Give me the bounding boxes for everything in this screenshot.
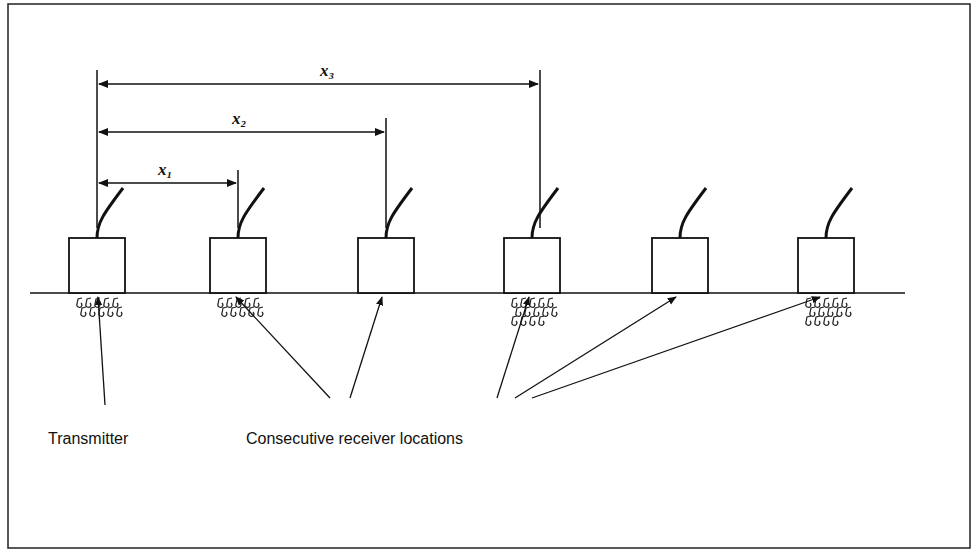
soil-grain [240,307,245,316]
soil-grain [824,316,829,325]
soil-grain [810,307,815,316]
soil-grain [104,298,109,307]
soil-grain [842,298,847,307]
soil-grain [512,316,517,325]
cable [826,188,852,238]
soil-grain [512,298,517,307]
soil-grain [81,307,86,316]
transducer-box [504,238,560,293]
soil-grain [90,307,95,316]
soil-grain [539,316,544,325]
soil-grain [552,307,557,316]
ground-texture [77,298,851,325]
soil-grain [227,298,232,307]
soil-grain [833,316,838,325]
dimension-label: x₂ [232,110,246,129]
soil-grain [516,307,521,316]
soil-grain [828,307,833,316]
soil-grain [806,298,811,307]
soil-grain [77,298,82,307]
soil-grain [258,307,263,316]
soil-grain [548,298,553,307]
cable [532,188,558,238]
soil-grain [218,298,223,307]
dimension-lines [97,70,540,228]
transducers [69,188,854,293]
soil-grain [846,307,851,316]
soil-grain [521,298,526,307]
dimension-label: x₁ [158,161,172,180]
soil-grain [113,298,118,307]
cable [386,188,412,238]
soil-grain [815,298,820,307]
leader-arrows [98,297,820,405]
soil-grain [86,298,91,307]
callout-label: Consecutive receiver locations [246,430,463,448]
transducer-box [210,238,266,293]
soil-grain [543,307,548,316]
cable [97,188,123,238]
soil-grain [530,316,535,325]
cable [238,188,264,238]
soil-grain [254,298,259,307]
soil-grain [222,307,227,316]
soil-grain [231,307,236,316]
transducer-box [652,238,708,293]
soil-grain [824,298,829,307]
soil-grain [837,307,842,316]
soil-grain [245,298,250,307]
soil-grain [534,307,539,316]
transducer-box [358,238,414,293]
frame [8,4,970,548]
soil-grain [539,298,544,307]
soil-grain [530,298,535,307]
callout-label: Transmitter [48,430,128,448]
soil-grain [833,298,838,307]
soil-grain [108,307,113,316]
soil-grain [117,307,122,316]
dimension-label: x₃ [320,62,334,81]
soil-grain [815,316,820,325]
soil-grain [806,316,811,325]
transducer-box [69,238,125,293]
cable [680,188,706,238]
ground-surface [30,292,905,294]
soil-grain [819,307,824,316]
transducer-box [798,238,854,293]
